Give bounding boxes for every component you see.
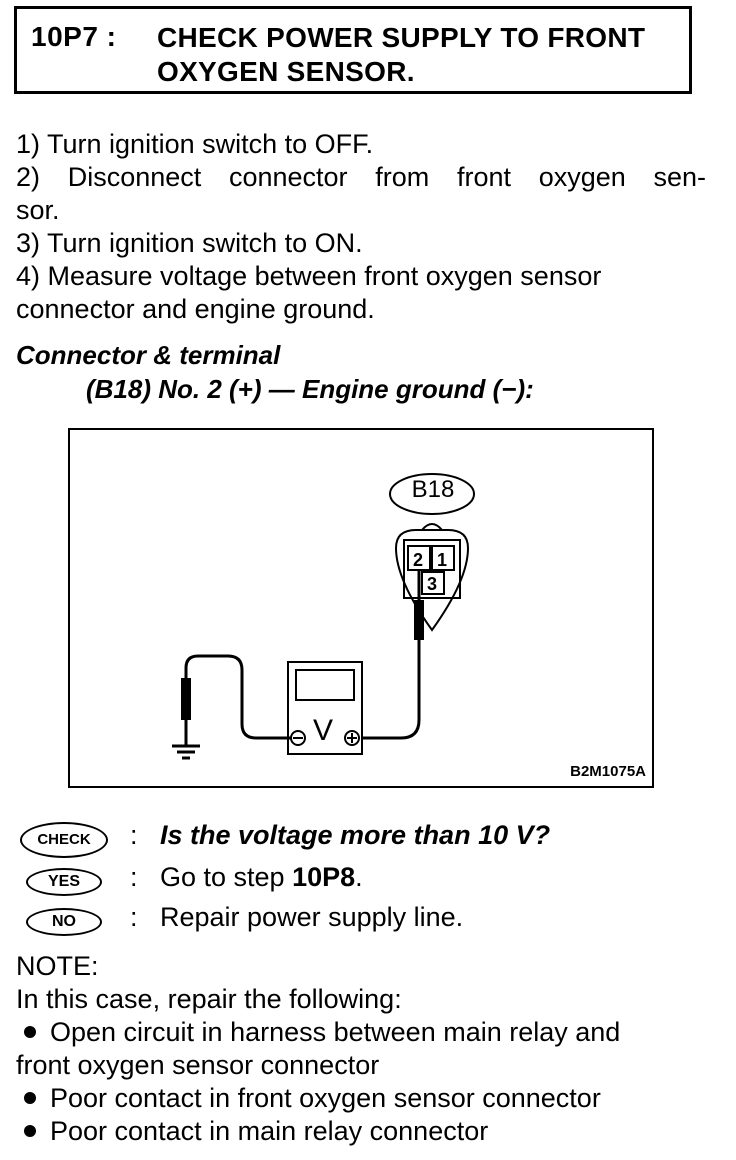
note-item-2: Poor contact in front oxygen sensor conn… [16, 1082, 706, 1115]
note-item-3: Poor contact in main relay connector [16, 1115, 706, 1148]
procedure-step-1: 1) Turn ignition switch to OFF. [16, 129, 374, 159]
bullet-icon [24, 1026, 36, 1039]
procedure-list: 1) Turn ignition switch to OFF. 2) Disco… [16, 128, 706, 326]
check-colon: : [130, 820, 138, 850]
note-label: NOTE: [16, 951, 99, 981]
no-colon: : [130, 902, 138, 932]
procedure-step-2-continued: sor. [16, 195, 60, 225]
no-badge: NO [26, 908, 102, 936]
connector-latch [421, 523, 443, 531]
procedure-step-2: 2) Disconnect connector from front oxyge… [16, 162, 706, 192]
step-title: CHECK POWER SUPPLY TO FRONT OXYGEN SENSO… [157, 21, 697, 89]
wiring-diagram: 2 1 3 V [172, 473, 475, 760]
step-title-box: 10P7 : CHECK POWER SUPPLY TO FRONT OXYGE… [14, 6, 692, 94]
connector-label: B18 [411, 476, 455, 503]
pin-2-label: 2 [413, 550, 423, 570]
pin-1-label: 1 [437, 550, 447, 570]
pin-1-box [431, 545, 455, 571]
negative-lead [184, 654, 291, 740]
note-item-1-continued: front oxygen sensor connector [16, 1050, 380, 1080]
yes-answer-step: 10P8 [292, 862, 356, 892]
check-question: Is the voltage more than 10 V? [160, 820, 551, 850]
figure-code: B2M1075A [570, 763, 646, 780]
yes-answer-prefix: Go to step [160, 862, 293, 892]
connector-heading: Connector & terminal [16, 340, 281, 370]
check-badge: CHECK [20, 822, 108, 858]
step-title-line-2: OXYGEN SENSOR. [157, 56, 415, 87]
step-id: 10P7 : [31, 21, 117, 52]
probe-positive-handle [414, 600, 424, 640]
pin-3-box [421, 571, 445, 595]
procedure-step-4: 4) Measure voltage between front oxygen … [16, 261, 602, 291]
yes-badge: YES [26, 868, 102, 896]
procedure-step-3: 3) Turn ignition switch to ON. [16, 228, 363, 258]
connector-housing [403, 539, 461, 599]
wiring-figure: 2 1 3 V B18 B2M1075A [68, 428, 654, 788]
no-answer: Repair power supply line. [160, 902, 464, 932]
yes-answer-suffix: . [355, 862, 363, 892]
note-section: NOTE: In this case, repair the following… [16, 950, 706, 1148]
bullet-icon [24, 1125, 36, 1138]
pin-3-label: 3 [427, 574, 437, 594]
positive-lead [352, 640, 421, 740]
yes-answer: Go to step 10P8. [160, 862, 363, 893]
probe-negative-handle [181, 678, 191, 720]
procedure-step-4-continued: connector and engine ground. [16, 294, 375, 324]
voltmeter-symbol: V [313, 714, 333, 747]
voltmeter-display [295, 669, 355, 701]
yes-colon: : [130, 862, 138, 892]
step-title-line-1: CHECK POWER SUPPLY TO FRONT [157, 22, 646, 53]
connector-terminal: (B18) No. 2 (+) — Engine ground (−): [86, 374, 534, 404]
bullet-icon [24, 1092, 36, 1105]
note-intro: In this case, repair the following: [16, 984, 402, 1014]
connector-label-ellipse [389, 473, 475, 515]
note-item-1: Open circuit in harness between main rel… [16, 1016, 706, 1049]
